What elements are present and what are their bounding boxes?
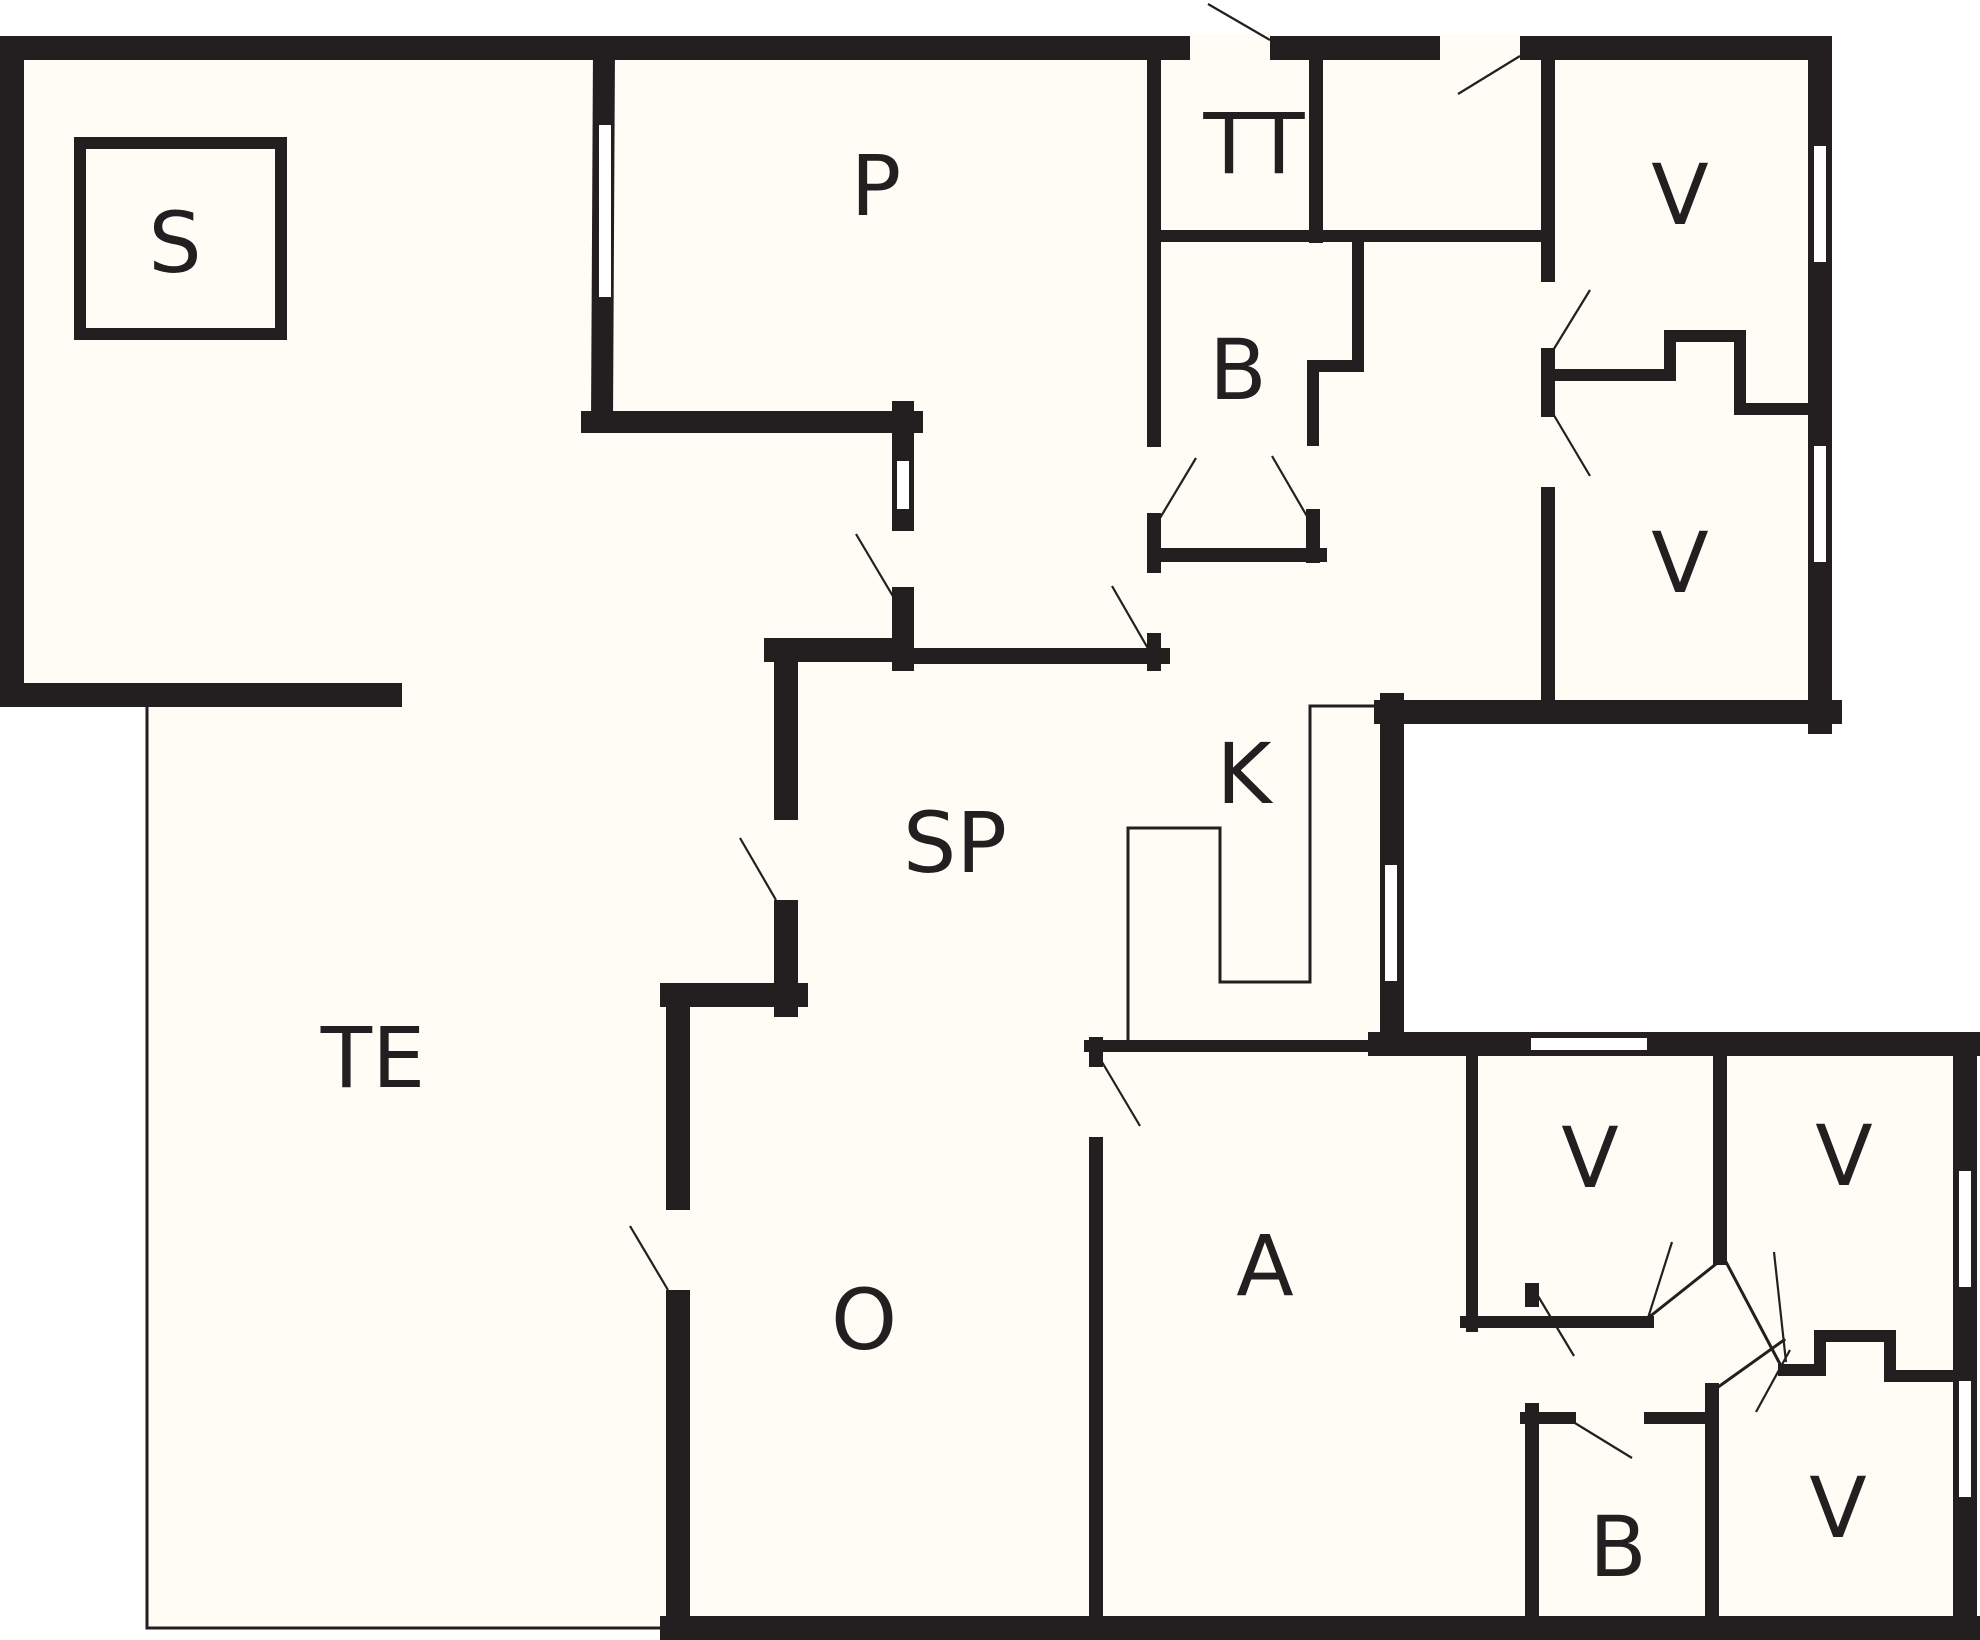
room-labels: S P TT B V V SP K TE O A V V B V <box>148 95 1872 1596</box>
terrace-outline <box>145 698 672 1630</box>
sauna-box <box>74 137 287 340</box>
room-label-b-bottom: B <box>1589 1498 1647 1596</box>
room-label-v1: V <box>1651 146 1708 244</box>
room-label-tt: TT <box>1202 95 1305 193</box>
windows <box>597 123 1973 1499</box>
room-label-s: S <box>148 194 201 292</box>
room-label-o: O <box>831 1271 897 1369</box>
room-label-b-top: B <box>1209 321 1267 419</box>
room-label-v4: V <box>1815 1107 1872 1205</box>
room-label-v5: V <box>1809 1459 1866 1557</box>
room-label-v2: V <box>1651 514 1708 612</box>
room-label-te: TE <box>320 1009 425 1107</box>
kitchen-counter <box>1126 704 1380 1040</box>
room-label-p: P <box>851 137 902 235</box>
room-label-k: K <box>1216 725 1273 823</box>
room-label-sp: SP <box>903 794 1007 892</box>
room-label-v3: V <box>1561 1109 1618 1207</box>
room-label-a: A <box>1236 1217 1293 1315</box>
doors <box>629 3 1791 1459</box>
